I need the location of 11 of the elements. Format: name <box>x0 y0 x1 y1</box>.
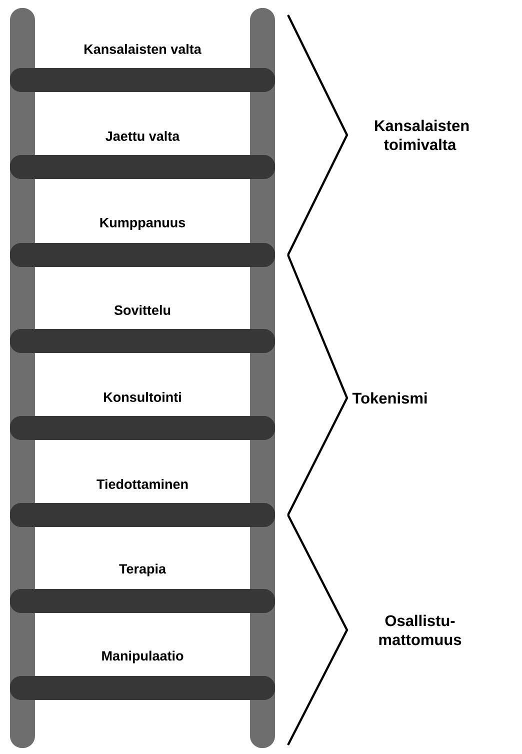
group-label: Kansalaisten toimivalta <box>375 120 469 150</box>
rung-label: Kumppanuus <box>100 218 186 230</box>
group-label: Tokenismi <box>352 392 427 404</box>
rung-label: Sovittelu <box>114 305 170 315</box>
rung-label: Jaettu valta <box>106 131 180 141</box>
rung-label: Manipulaatio <box>102 650 184 664</box>
rung-label: Tiedottaminen <box>96 479 188 489</box>
rung-label: Konsultointi <box>104 392 181 402</box>
group-label: Osallistu- mattomuus <box>379 614 462 646</box>
rung-label: Terapia <box>119 564 166 576</box>
rung-label: Kansalaisten valta <box>84 44 202 54</box>
